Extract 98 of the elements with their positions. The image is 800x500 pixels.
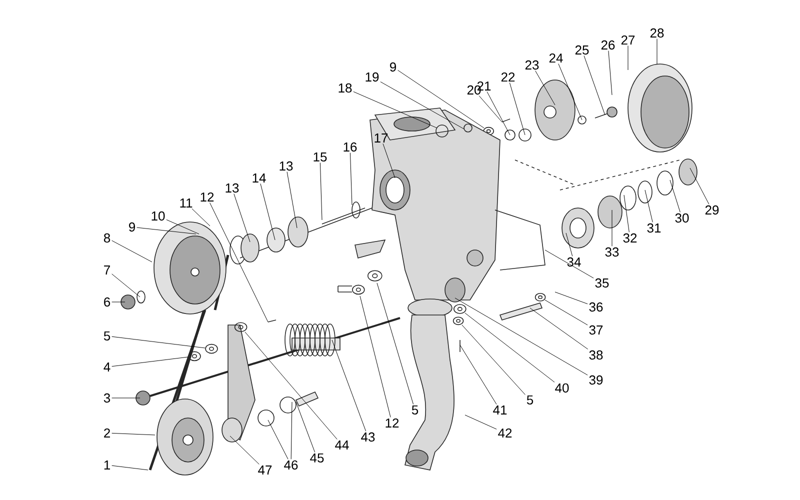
leader-line xyxy=(544,250,594,278)
callout-number: 46 xyxy=(284,460,298,470)
leader-line xyxy=(112,356,188,367)
callout-number: 13 xyxy=(226,183,239,193)
callout-number: 39 xyxy=(589,375,603,385)
callout-number: 44 xyxy=(335,440,349,450)
leader-line xyxy=(353,91,438,128)
callout-number: 24 xyxy=(549,53,563,63)
callout-number: 3 xyxy=(104,393,110,403)
leader-line xyxy=(296,402,316,452)
leader-line xyxy=(136,227,196,234)
callout-number: 27 xyxy=(621,35,635,45)
callout-number: 10 xyxy=(152,211,165,221)
callout-number: 47 xyxy=(258,466,272,474)
callout-number: 26 xyxy=(601,40,615,50)
leader-line xyxy=(166,219,200,234)
callout-number: 15 xyxy=(314,152,327,162)
leader-line xyxy=(644,190,653,222)
leader-line xyxy=(566,232,573,256)
callout-number: 29 xyxy=(705,205,719,215)
callout-number: 42 xyxy=(498,428,512,438)
callout-number: 12 xyxy=(200,192,214,202)
leader-line xyxy=(290,402,292,460)
leader-line xyxy=(360,296,391,418)
callout-number: 34 xyxy=(567,257,581,267)
callout-number: 9 xyxy=(390,62,396,72)
leader-line xyxy=(656,38,658,64)
leader-line xyxy=(332,340,366,432)
callout-number: 6 xyxy=(104,297,110,307)
leader-line xyxy=(286,172,298,228)
callout-number: 18 xyxy=(338,83,352,93)
leader-line xyxy=(530,308,588,350)
callout-number: 38 xyxy=(589,350,603,360)
callout-number: 33 xyxy=(605,247,619,257)
leader-line xyxy=(376,282,414,404)
callout-number: 1 xyxy=(104,460,110,470)
callout-number: 41 xyxy=(493,406,507,414)
leader-line xyxy=(558,63,582,120)
leader-line xyxy=(192,208,210,226)
callout-number: 4 xyxy=(104,362,110,372)
callout-number: 25 xyxy=(575,45,589,55)
leader-line xyxy=(268,420,288,460)
callout-number: 31 xyxy=(647,223,661,233)
leader-line xyxy=(670,180,680,212)
leader-line xyxy=(230,436,260,465)
callout-number: 13 xyxy=(280,161,293,171)
leader-line xyxy=(544,300,588,326)
leader-line xyxy=(350,152,352,206)
leader-line xyxy=(554,292,588,304)
callout-number: 19 xyxy=(366,72,379,82)
callout-number: 5 xyxy=(526,395,534,405)
callout-number: 5 xyxy=(104,331,110,341)
leader-line xyxy=(244,332,338,440)
leader-line xyxy=(112,240,152,262)
leader-line xyxy=(398,70,484,128)
leader-line xyxy=(380,82,464,130)
callout-number: 11 xyxy=(180,198,192,208)
callout-number: 17 xyxy=(374,134,388,142)
callout-number: 32 xyxy=(623,233,637,243)
callout-number: 7 xyxy=(104,266,110,274)
callout-number: 9 xyxy=(129,222,136,232)
leader-line xyxy=(112,274,140,298)
leader-line xyxy=(320,162,322,220)
leader-line xyxy=(478,96,502,122)
callout-number: 28 xyxy=(650,28,664,38)
callout-number: 8 xyxy=(104,233,110,243)
leader-line xyxy=(690,168,710,204)
leader-line xyxy=(464,414,497,430)
callout-number: 37 xyxy=(589,325,603,335)
leader-line xyxy=(112,465,148,470)
callout-number: 16 xyxy=(344,142,357,152)
callout-number: 5 xyxy=(412,405,418,415)
leader-line xyxy=(112,336,206,348)
leader-line xyxy=(260,183,276,240)
leader-line xyxy=(584,56,606,116)
leader-line xyxy=(464,312,555,382)
leader-line xyxy=(234,194,250,242)
callout-number: 22 xyxy=(501,72,515,82)
callout-number: 30 xyxy=(675,213,689,223)
leader-line xyxy=(624,194,630,232)
callout-number: 14 xyxy=(252,174,266,182)
callout-number: 45 xyxy=(310,453,324,463)
callout-number: 35 xyxy=(595,278,609,288)
callout-number: 40 xyxy=(555,383,569,393)
leader-line xyxy=(535,70,556,106)
callout-number: 12 xyxy=(386,418,399,428)
leader-line xyxy=(460,344,497,405)
leader-line xyxy=(608,50,612,96)
callout-number: 2 xyxy=(104,428,110,438)
leader-line xyxy=(462,324,526,395)
leader-line xyxy=(486,91,510,136)
callout-number: 23 xyxy=(525,60,539,70)
callout-number: 43 xyxy=(361,432,375,442)
leader-line xyxy=(509,82,526,136)
callout-number: 36 xyxy=(589,302,603,312)
leader-line xyxy=(210,202,268,322)
leader-line xyxy=(454,298,588,376)
leader-line xyxy=(112,432,156,436)
